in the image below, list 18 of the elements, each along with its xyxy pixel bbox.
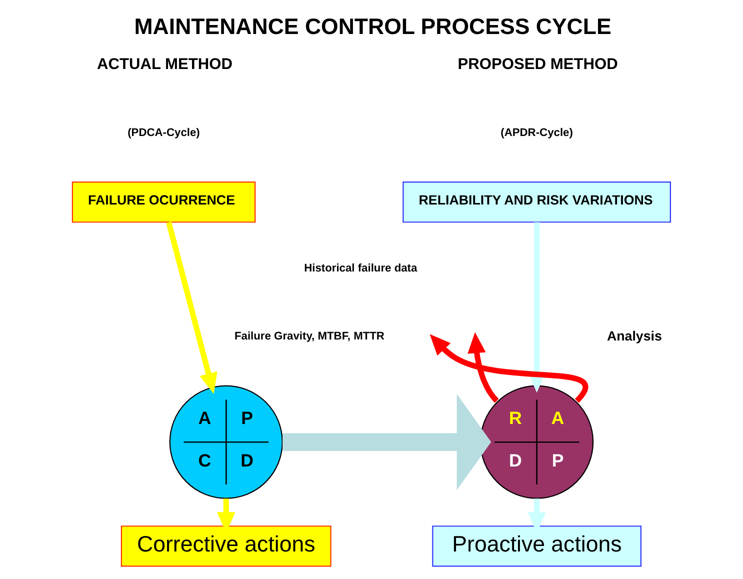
node-circle: R A D P: [480, 385, 594, 499]
node-box: RELIABILITY AND RISK VARIATIONS: [402, 181, 670, 223]
label: Analysis: [606, 328, 662, 344]
label: PROPOSED METHOD: [457, 56, 618, 74]
diagram-title: MAINTENANCE CONTROL PROCESS CYCLE: [134, 14, 611, 39]
node-box: Corrective actions: [120, 526, 331, 567]
label: (APDR-Cycle): [500, 126, 572, 139]
node-circle: A P C D: [168, 385, 282, 499]
node-box: FAILURE OCURRENCE: [71, 181, 256, 223]
arrow: [282, 394, 491, 490]
label: ACTUAL METHOD: [96, 56, 232, 74]
node-box: Proactive actions: [432, 526, 641, 567]
label: Failure Gravity, MTBF, MTTR: [234, 330, 384, 343]
arrow: [166, 222, 217, 394]
arrow: [467, 332, 498, 403]
label: (PDCA-Cycle): [127, 126, 200, 139]
label: Historical failure data: [304, 262, 417, 275]
arrow: [429, 334, 588, 403]
